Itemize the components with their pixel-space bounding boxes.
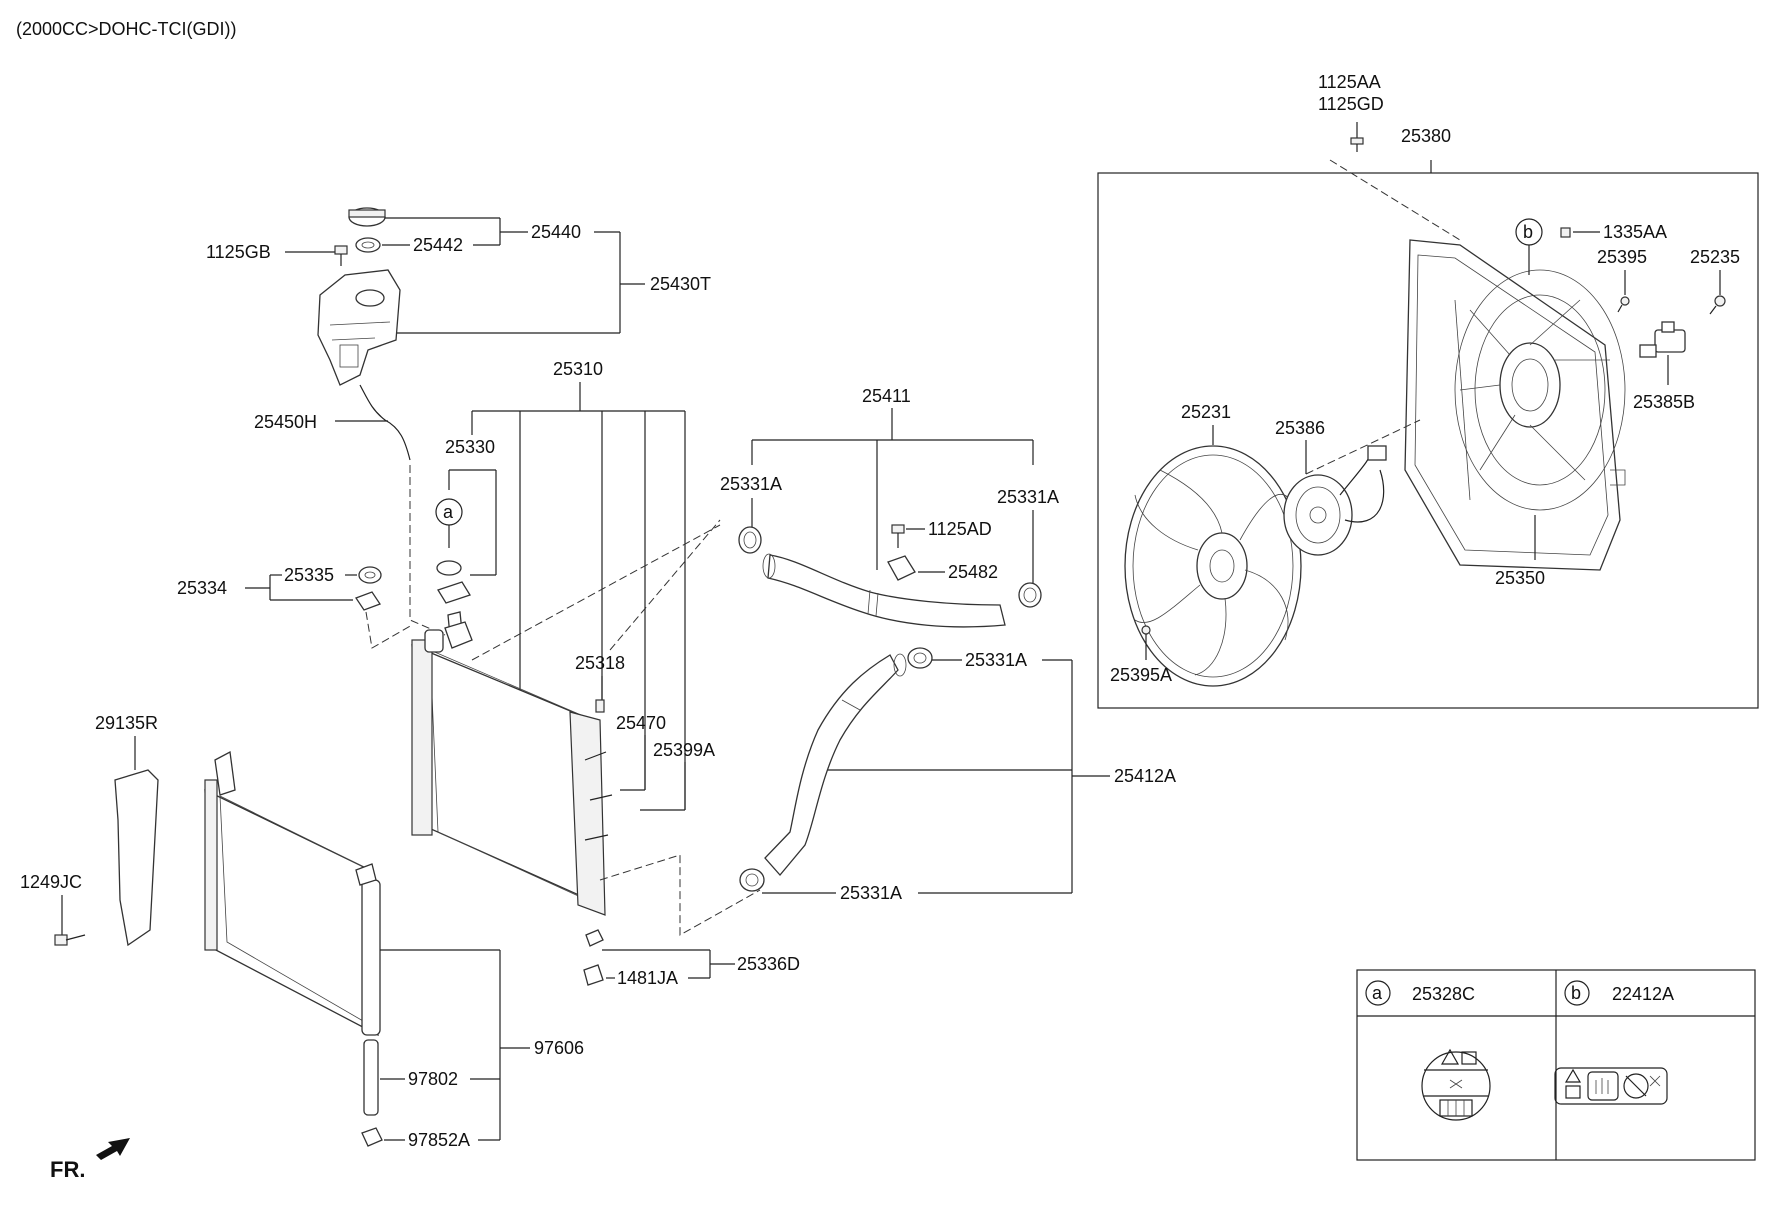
bolt-1125AD-part (891, 524, 905, 548)
label-25395A[interactable]: 25395A (1110, 665, 1172, 685)
label-1481JA[interactable]: 1481JA (617, 968, 678, 988)
fan-blade-part (1124, 445, 1302, 687)
label-25350[interactable]: 25350 (1495, 568, 1545, 588)
receiver-drier-part (363, 1039, 379, 1116)
label-97802[interactable]: 97802 (408, 1069, 458, 1089)
label-25335[interactable]: 25335 (284, 565, 334, 585)
bracket-25334-part (355, 591, 381, 611)
label-25430T[interactable]: 25430T (650, 274, 711, 294)
warning-label-b-icon (1554, 1067, 1668, 1105)
clamp-lower-bottom-part (739, 868, 765, 892)
label-25470[interactable]: 25470 (616, 713, 666, 733)
label-25412A[interactable]: 25412A (1114, 766, 1176, 786)
label-1335AA[interactable]: 1335AA (1603, 222, 1667, 242)
warning-label-a-icon (1421, 1048, 1491, 1121)
resistor-25385B-part (1639, 321, 1686, 358)
clip-1335AA-part (1560, 227, 1571, 238)
label-1125AD[interactable]: 1125AD (928, 519, 992, 539)
label-25318[interactable]: 25318 (575, 653, 625, 673)
upper-hose-part (762, 553, 1006, 628)
screw-25395A-part (1141, 625, 1151, 635)
clamp-lower-top-part (907, 647, 933, 669)
bolt-1125GB-part (334, 245, 348, 266)
label-1249JC[interactable]: 1249JC (20, 872, 82, 892)
air-guard-part (114, 769, 159, 947)
label-25385B[interactable]: 25385B (1633, 392, 1695, 412)
label-1125GD[interactable]: 1125GD (1318, 94, 1384, 114)
legend-b-letter: b (1571, 983, 1581, 1003)
legend-a-letter: a (1372, 983, 1383, 1003)
plug-25318-part (595, 699, 605, 713)
label-sticker-a-part (436, 560, 462, 576)
bracket-25482-part (887, 555, 916, 581)
bolt-1125AA-part (1350, 122, 1364, 152)
label-25330[interactable]: 25330 (445, 437, 495, 457)
label-25411[interactable]: 25411 (862, 386, 911, 406)
fan-motor-part (1283, 445, 1387, 556)
label-25450H[interactable]: 25450H (254, 412, 317, 432)
callout-a[interactable]: a (443, 502, 454, 522)
label-25395[interactable]: 25395 (1597, 247, 1647, 267)
fan-assembly-frame (1097, 172, 1759, 709)
legend-a-part[interactable]: 25328C (1412, 984, 1475, 1004)
bolt-1249JC-part (54, 934, 86, 946)
cap-seal-part (355, 237, 381, 253)
condenser-part (204, 750, 381, 1037)
label-25440[interactable]: 25440 (531, 222, 581, 242)
label-97852A[interactable]: 97852A (408, 1130, 470, 1150)
label-25380[interactable]: 25380 (1401, 126, 1451, 146)
label-25235[interactable]: 25235 (1690, 247, 1740, 267)
reservoir-cap-part (348, 207, 386, 227)
label-25336D[interactable]: 25336D (737, 954, 800, 974)
bolt-25235-part (1709, 295, 1726, 315)
label-25334[interactable]: 25334 (177, 578, 227, 598)
legend-b-part[interactable]: 22412A (1612, 984, 1674, 1004)
clamp-upper-left-part (738, 526, 762, 554)
drain-plug-part (583, 929, 604, 986)
label-25442[interactable]: 25442 (413, 235, 463, 255)
front-arrow-icon (96, 1138, 130, 1160)
front-direction-marker: FR. (50, 1157, 85, 1182)
fan-shroud-part (1404, 239, 1626, 571)
label-25331A-upper-right[interactable]: 25331A (997, 487, 1059, 507)
legend-table (1356, 969, 1756, 1161)
plug-97852A-part (361, 1127, 383, 1147)
grommet-25335-part (358, 566, 382, 584)
radiator-core-part (411, 621, 613, 916)
label-1125GB[interactable]: 1125GB (206, 242, 271, 262)
screw-25395-part (1617, 296, 1630, 313)
label-97606[interactable]: 97606 (534, 1038, 584, 1058)
callout-b[interactable]: b (1523, 222, 1533, 242)
label-25231[interactable]: 25231 (1181, 402, 1231, 422)
clamp-upper-right-part (1018, 582, 1042, 608)
label-25386[interactable]: 25386 (1275, 418, 1325, 438)
label-25331A-lower-top[interactable]: 25331A (965, 650, 1027, 670)
label-25310[interactable]: 25310 (553, 359, 603, 379)
label-25331A-upper-left[interactable]: 25331A (720, 474, 782, 494)
label-25482[interactable]: 25482 (948, 562, 998, 582)
label-25331A-lower-bottom[interactable]: 25331A (840, 883, 902, 903)
label-25399A[interactable]: 25399A (653, 740, 715, 760)
label-29135R[interactable]: 29135R (95, 713, 158, 733)
lower-hose-part (764, 653, 907, 876)
label-1125AA[interactable]: 1125AA (1318, 72, 1381, 92)
engine-spec-title: (2000CC>DOHC-TCI(GDI)) (16, 19, 237, 39)
reservoir-tank-part (317, 269, 401, 386)
